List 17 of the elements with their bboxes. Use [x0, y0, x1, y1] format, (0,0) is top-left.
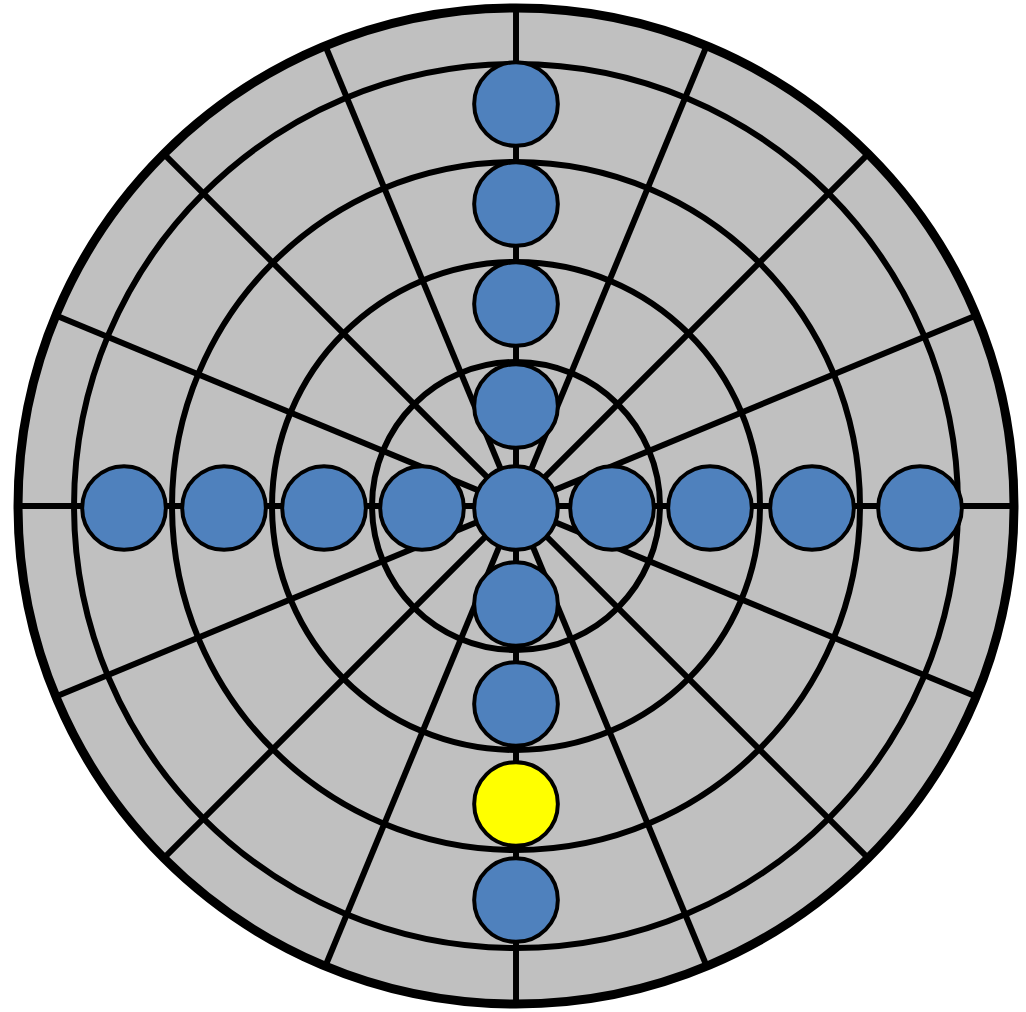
- dot: [666, 464, 754, 552]
- dot: [280, 464, 368, 552]
- dot: [180, 464, 268, 552]
- dot: [876, 464, 964, 552]
- dot: [472, 464, 560, 552]
- dot: [472, 60, 560, 148]
- dot: [472, 760, 560, 848]
- dot: [472, 560, 560, 648]
- dot: [378, 464, 466, 552]
- dot: [472, 160, 560, 248]
- dot: [472, 362, 560, 450]
- dot: [472, 660, 560, 748]
- dot: [768, 464, 856, 552]
- dot: [472, 260, 560, 348]
- dot: [568, 464, 656, 552]
- dot: [80, 464, 168, 552]
- dot: [472, 856, 560, 944]
